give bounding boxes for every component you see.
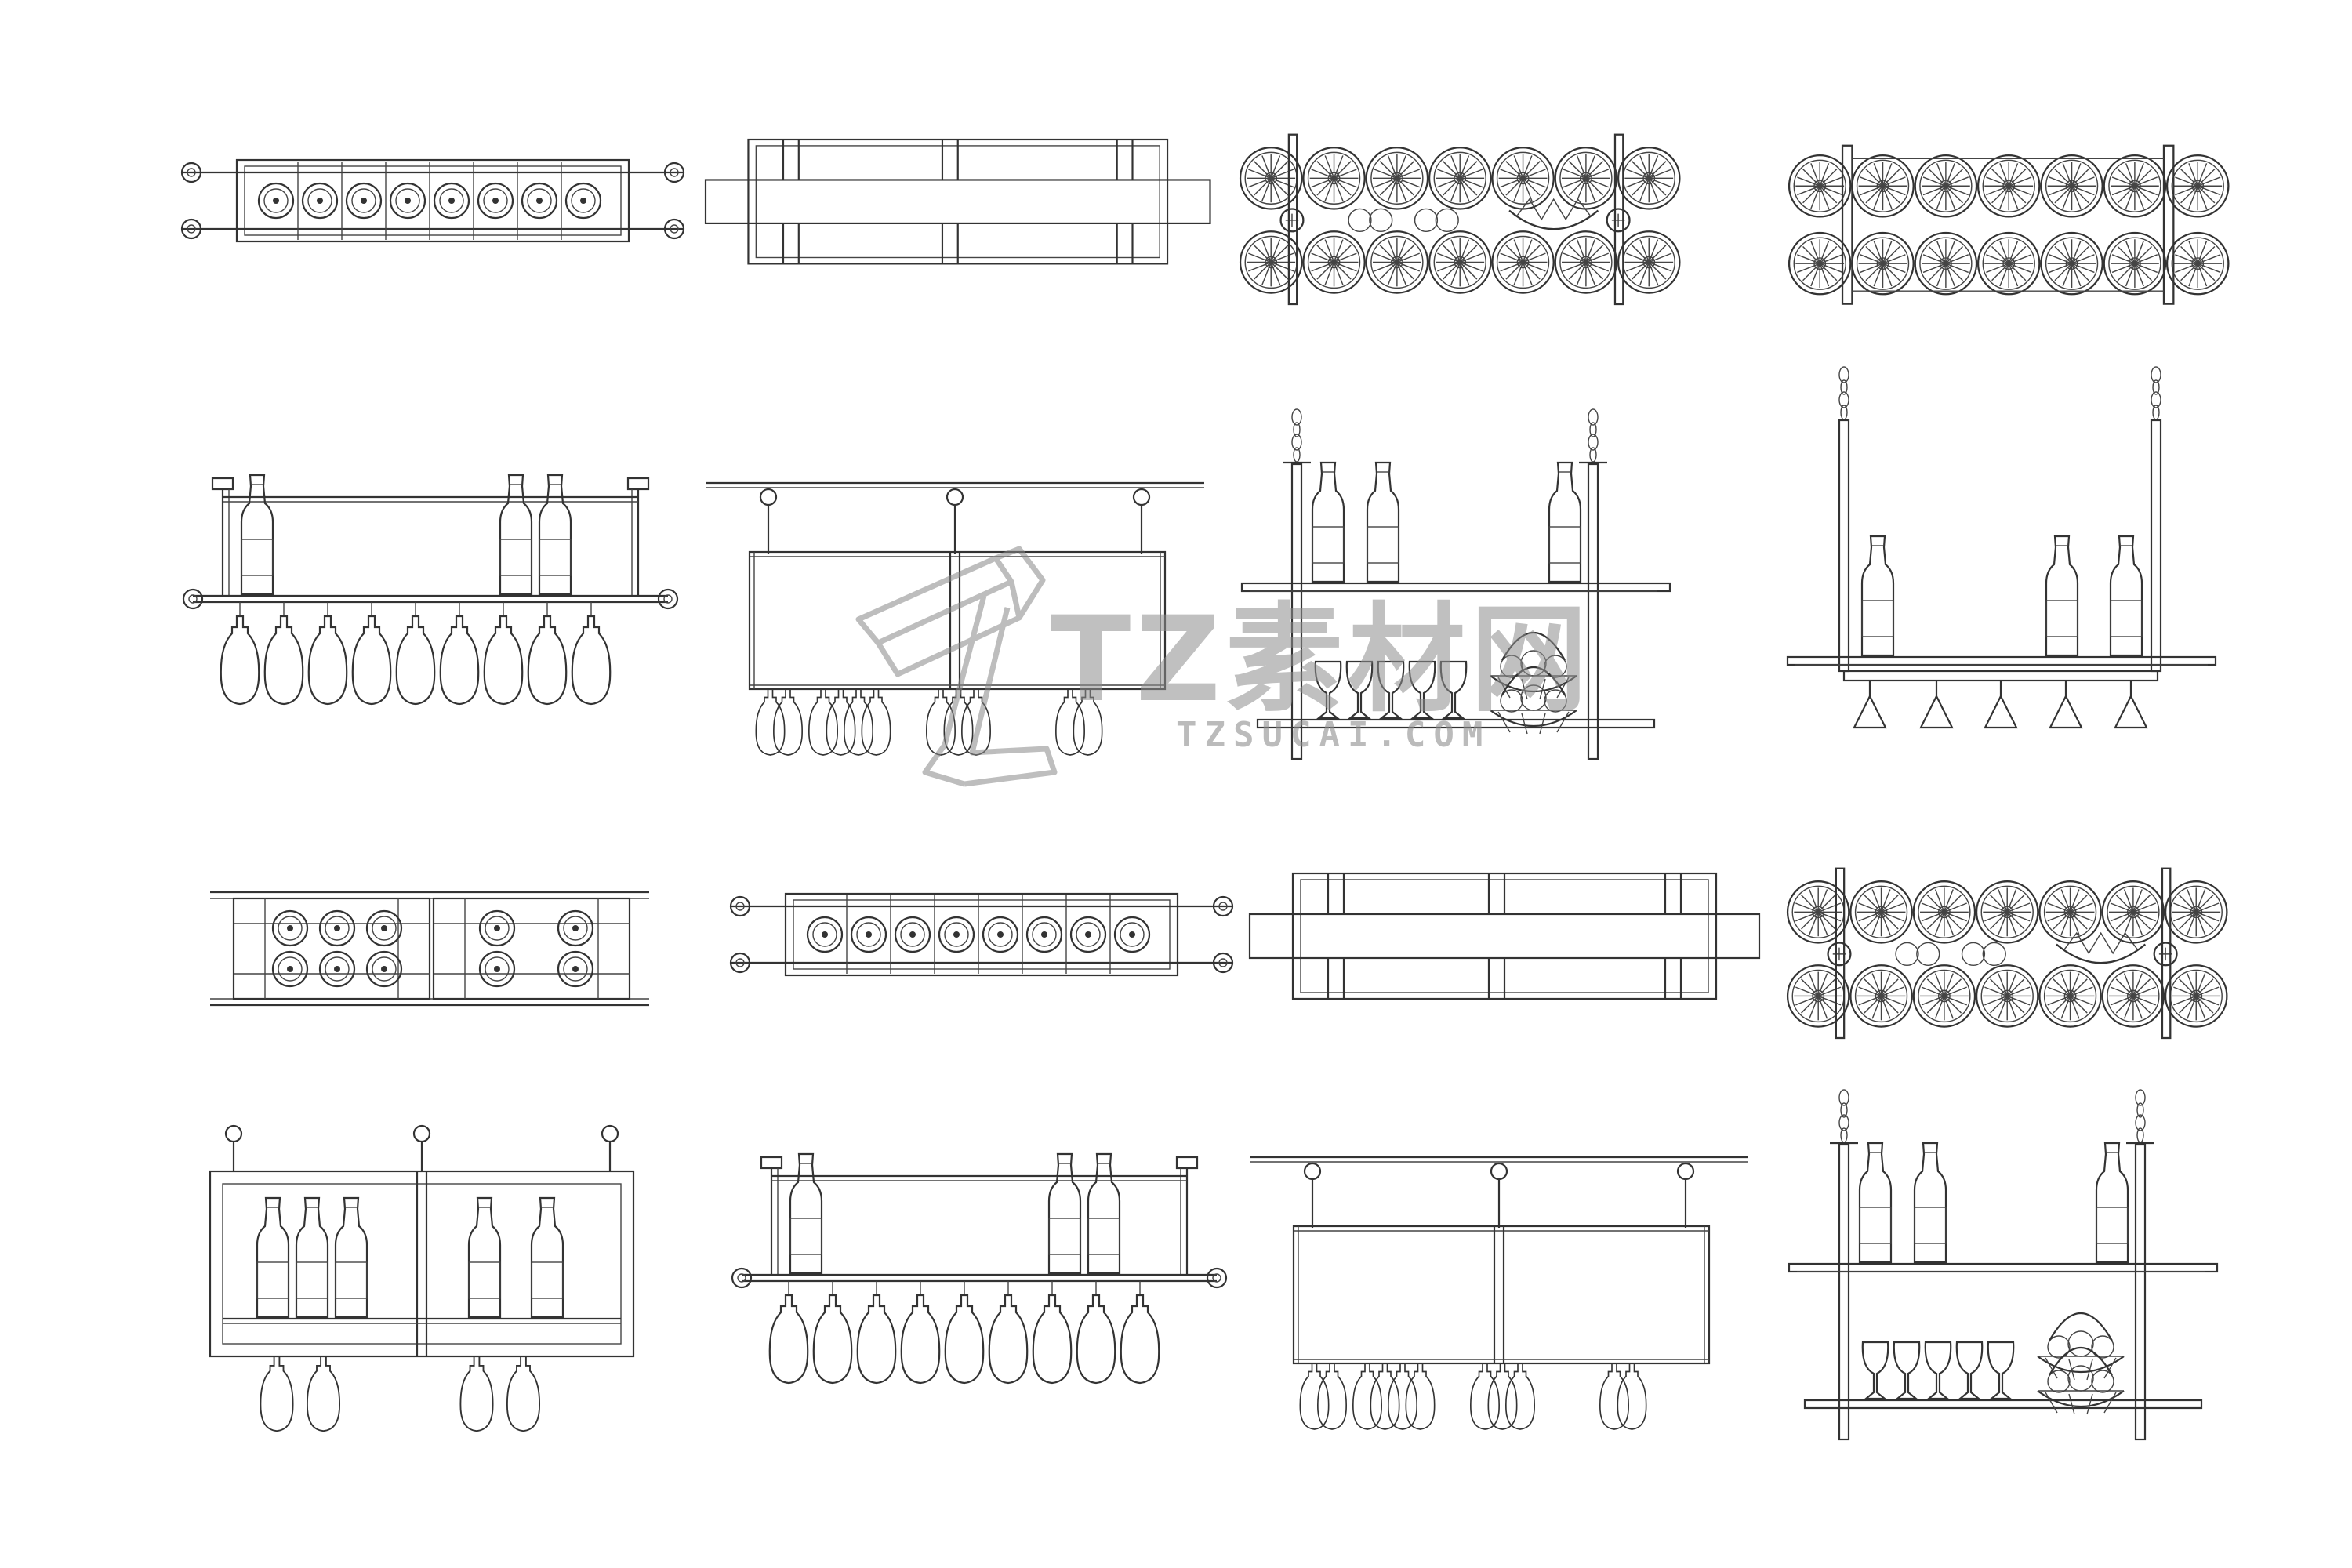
- framed-bottle-rack-elev-r4c1: [210, 1126, 633, 1431]
- watermark-logo-icon: [855, 546, 1058, 787]
- double-roundel-plan-r3c1: [210, 892, 649, 1005]
- shelf-plan-r1c2: [704, 138, 1211, 265]
- chain-shelf-lamps-elev-r2c4: [1788, 367, 2216, 728]
- bottle-glass-rack-elev-r2c1: [183, 475, 677, 704]
- wheel-grid-plan-r1c4: [1789, 146, 2228, 304]
- bottle-glass-rack-elev-r4c2: [732, 1154, 1226, 1383]
- chain-shelf-basket-elev-r4c4: [1789, 1090, 2217, 1439]
- roundel-rack-plan-r1c1: [182, 160, 684, 241]
- wheel-grid-basket-plan-r3c4: [1788, 869, 2227, 1038]
- wheel-grid-basket-plan-r1c3: [1240, 135, 1679, 304]
- watermark-brand: TZ素材网: [1051, 592, 1593, 728]
- watermark-url: TZSUCAI.COM: [1176, 715, 1491, 755]
- panel-rack-elev-r4c3: [1250, 1157, 1748, 1429]
- roundel-rack-plan-r3c2: [731, 894, 1232, 975]
- shelf-plan-r3c3: [1248, 872, 1761, 1000]
